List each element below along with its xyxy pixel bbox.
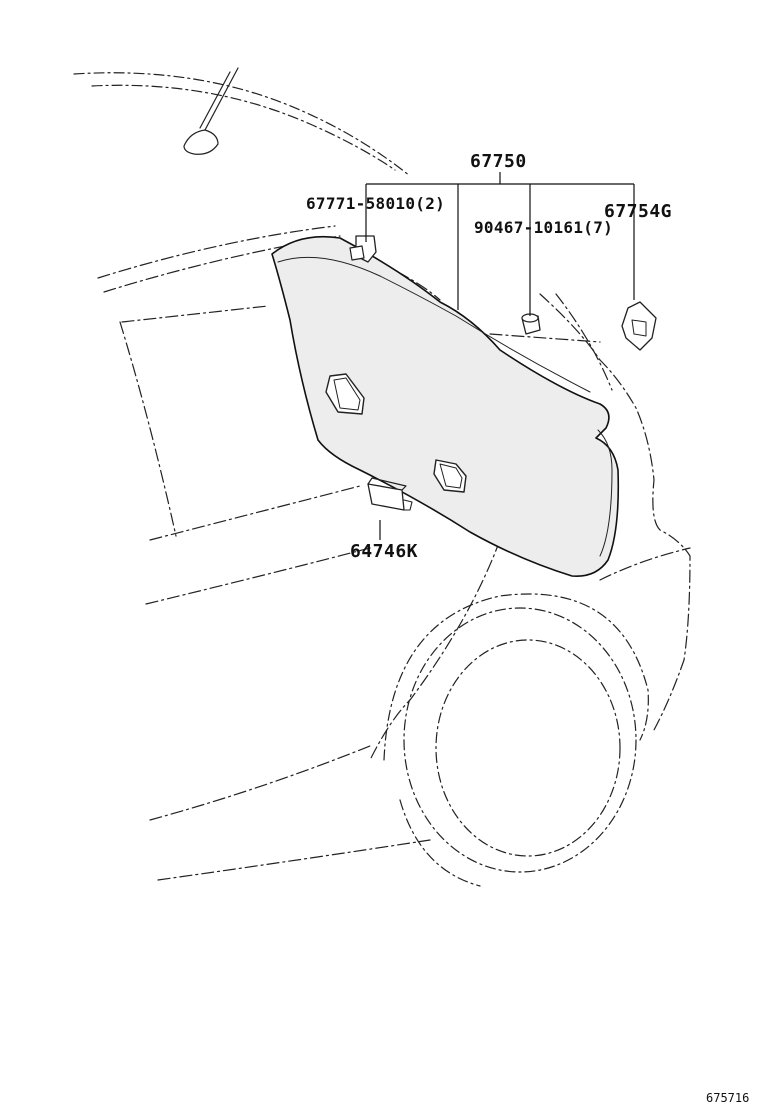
clip-part bbox=[349, 235, 377, 263]
wheel bbox=[383, 593, 649, 887]
label-cover: 64746K bbox=[350, 541, 419, 562]
label-assembly: 67750 bbox=[470, 151, 527, 172]
bolt-part bbox=[521, 313, 541, 335]
roof-lines bbox=[73, 72, 411, 177]
label-bracket: 67754G bbox=[604, 201, 673, 222]
trim-panel bbox=[271, 235, 620, 577]
leader-lines bbox=[365, 172, 635, 540]
diagram-id: 675716 bbox=[706, 1091, 750, 1105]
bracket-part bbox=[621, 301, 657, 351]
label-bolt: 90467-10161(7) bbox=[474, 218, 614, 237]
label-clip: 67771-58010(2) bbox=[306, 194, 446, 213]
antenna bbox=[183, 67, 239, 155]
cover-part bbox=[367, 477, 413, 511]
body-outline bbox=[97, 225, 691, 881]
